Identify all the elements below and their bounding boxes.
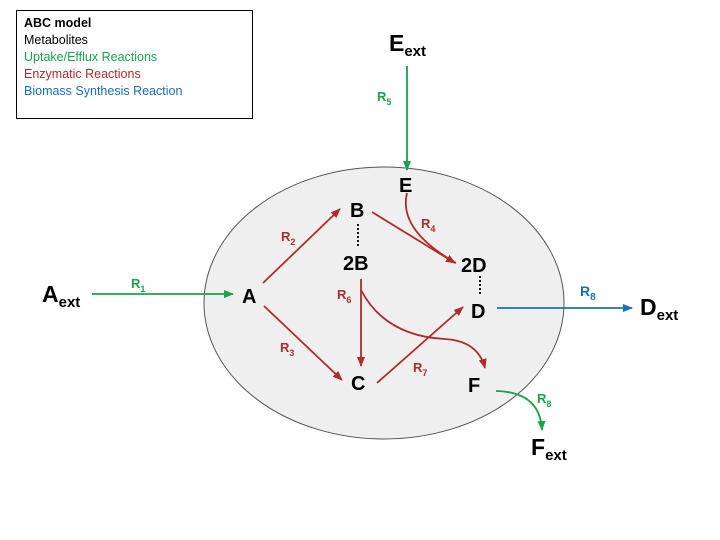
arrow-r3	[263, 305, 343, 381]
arrow-r2	[262, 208, 341, 284]
node-a-ext: Aext	[42, 281, 80, 311]
legend-uptake: Uptake/Efflux Reactions	[24, 50, 158, 64]
label-r7: R7	[413, 360, 427, 378]
legend-biomass: Biomass Synthesis Reaction	[24, 84, 183, 98]
arrow-r6-branch	[360, 289, 487, 369]
label-r3: R3	[280, 340, 294, 358]
node-a: A	[242, 286, 256, 308]
node-f-ext: Fext	[531, 434, 567, 464]
node-e: E	[399, 175, 412, 197]
label-r2: R2	[281, 229, 295, 247]
node-d-ext: Dext	[640, 294, 678, 324]
label-r1: R1	[131, 276, 145, 294]
label-r4: R4	[421, 216, 435, 234]
arrow-r8-efflux	[495, 390, 546, 431]
node-c: C	[351, 373, 365, 395]
node-f: F	[468, 375, 480, 397]
label-r8-efflux: R8	[537, 391, 551, 409]
label-r6: R6	[337, 287, 351, 305]
node-2d: 2D	[461, 255, 487, 277]
node-b: B	[350, 200, 364, 222]
arrow-r4-e	[404, 192, 457, 264]
label-r5: R5	[377, 89, 391, 107]
label-r8-biomass: R8	[580, 283, 596, 303]
legend-enzymatic: Enzymatic Reactions	[24, 67, 141, 81]
node-2b: 2B	[343, 253, 369, 275]
node-d: D	[471, 301, 485, 323]
legend-title: ABC model	[24, 16, 92, 30]
arrow-r7	[376, 306, 464, 384]
legend-box: ABC model Metabolites Uptake/Efflux Reac…	[16, 10, 253, 119]
cell-compartment	[203, 166, 565, 440]
legend-metabolites: Metabolites	[24, 33, 88, 47]
node-e-ext: Eext	[389, 30, 426, 60]
